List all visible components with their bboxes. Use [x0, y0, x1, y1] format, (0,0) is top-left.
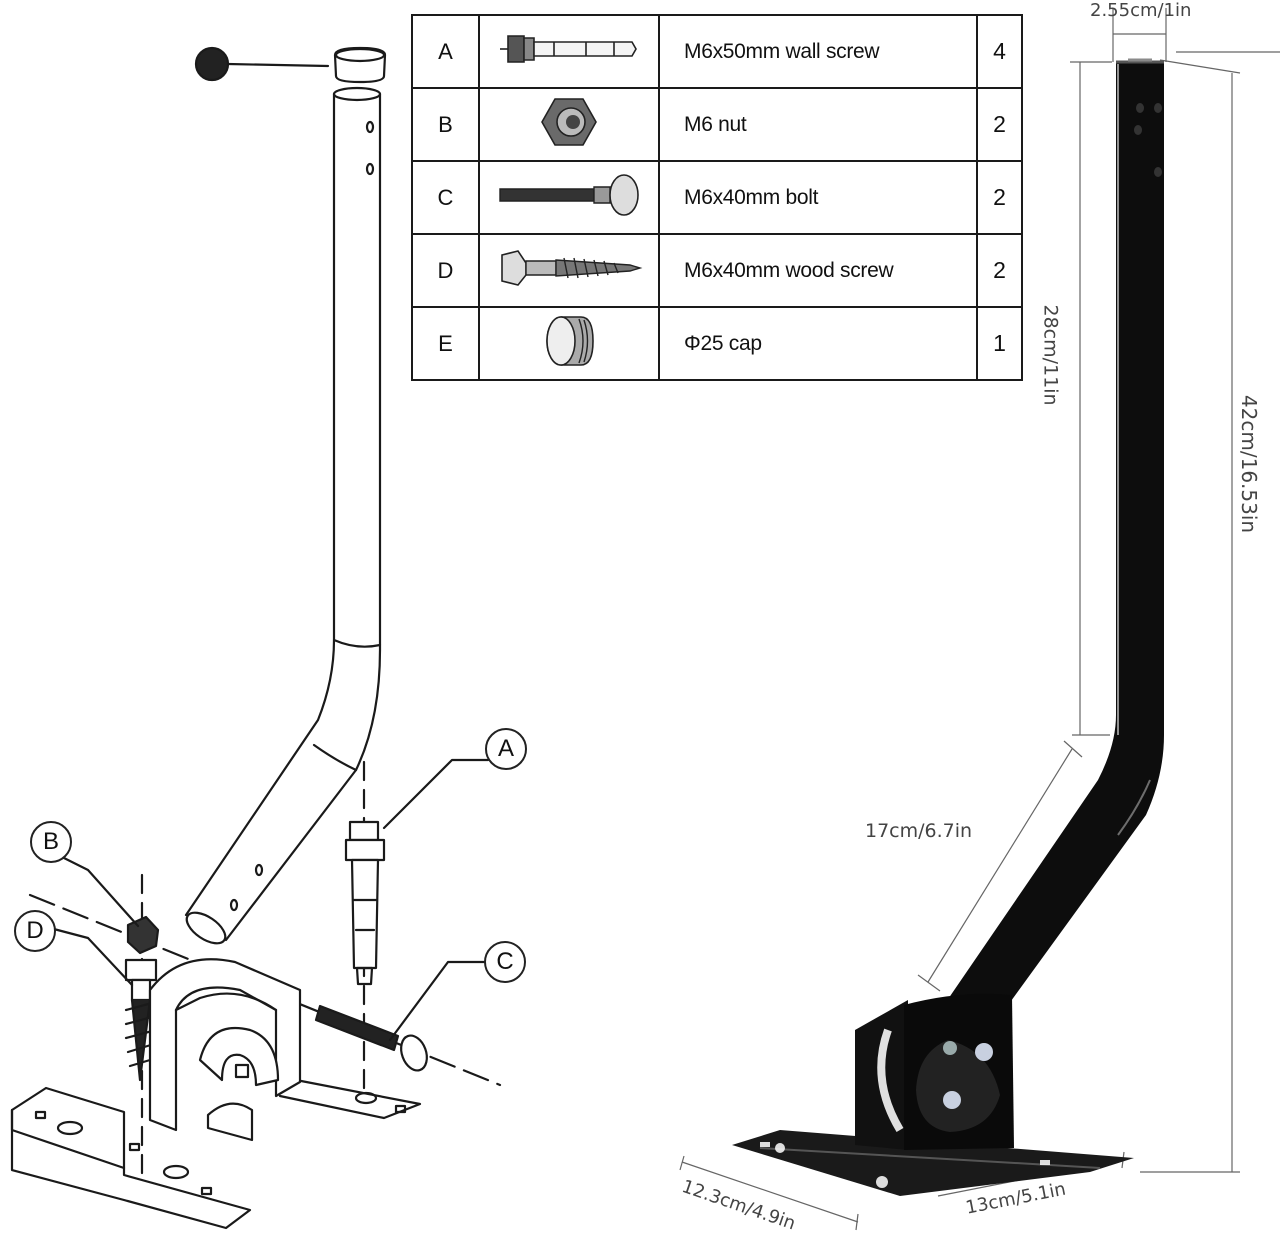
- pipe-cap-icon: [546, 316, 594, 366]
- part-letter: B: [411, 87, 480, 162]
- carriage-bolt-icon: [499, 174, 639, 216]
- callout-b: B: [30, 821, 72, 863]
- lag-wood-screw-icon: [501, 250, 643, 286]
- exploded-wall-anchor: [344, 820, 386, 986]
- exploded-carriage-bolt: [314, 1004, 428, 1072]
- exploded-assembly-drawing: [10, 46, 502, 1230]
- dimension-tube-diameter: 2.55cm/1in: [1090, 0, 1192, 21]
- exploded-base-bracket: [10, 958, 422, 1230]
- part-quantity: 4: [976, 14, 1023, 89]
- exploded-mast-tube: [184, 86, 382, 945]
- part-quantity: 2: [976, 233, 1023, 308]
- dimension-angled-length: 17cm/6.7in: [865, 820, 973, 842]
- part-letter: A: [411, 14, 480, 89]
- table-row: A M6x50mm wall screw 4: [411, 14, 1023, 89]
- callout-c: C: [484, 941, 526, 983]
- exploded-cap: [333, 46, 387, 84]
- dimension-upper-length: 28cm/11in: [1039, 304, 1062, 406]
- part-description: Φ25 cap: [658, 306, 978, 381]
- part-letter: E: [411, 306, 480, 381]
- callout-d: D: [14, 910, 56, 952]
- black-mast: [944, 58, 1164, 1030]
- part-description: M6 nut: [658, 87, 978, 162]
- wall-anchor-screw-icon: [500, 35, 637, 63]
- part-description: M6x40mm bolt: [658, 160, 978, 235]
- hex-nut-icon: [541, 98, 597, 146]
- table-row: C M6x40mm bolt 2: [411, 160, 1023, 235]
- dimension-total-height: 42cm/16.53in: [1237, 394, 1262, 534]
- table-row: B M6 nut 2: [411, 87, 1023, 162]
- part-quantity: 2: [976, 160, 1023, 235]
- part-letter: C: [411, 160, 480, 235]
- black-base-bracket: [732, 993, 1134, 1196]
- part-quantity: 2: [976, 87, 1023, 162]
- exploded-wood-screw: [124, 958, 158, 1082]
- part-description: M6x50mm wall screw: [658, 14, 978, 89]
- table-row: E Φ25 cap 1: [411, 306, 1023, 381]
- part-letter: D: [411, 233, 480, 308]
- callout-a: A: [485, 728, 527, 770]
- table-row: D M6x40mm wood screw 2: [411, 233, 1023, 308]
- part-description: M6x40mm wood screw: [658, 233, 978, 308]
- parts-list-table: A M6x50mm wall screw 4 B: [411, 14, 1023, 381]
- exploded-hex-nut: [126, 915, 160, 955]
- part-quantity: 1: [976, 306, 1023, 381]
